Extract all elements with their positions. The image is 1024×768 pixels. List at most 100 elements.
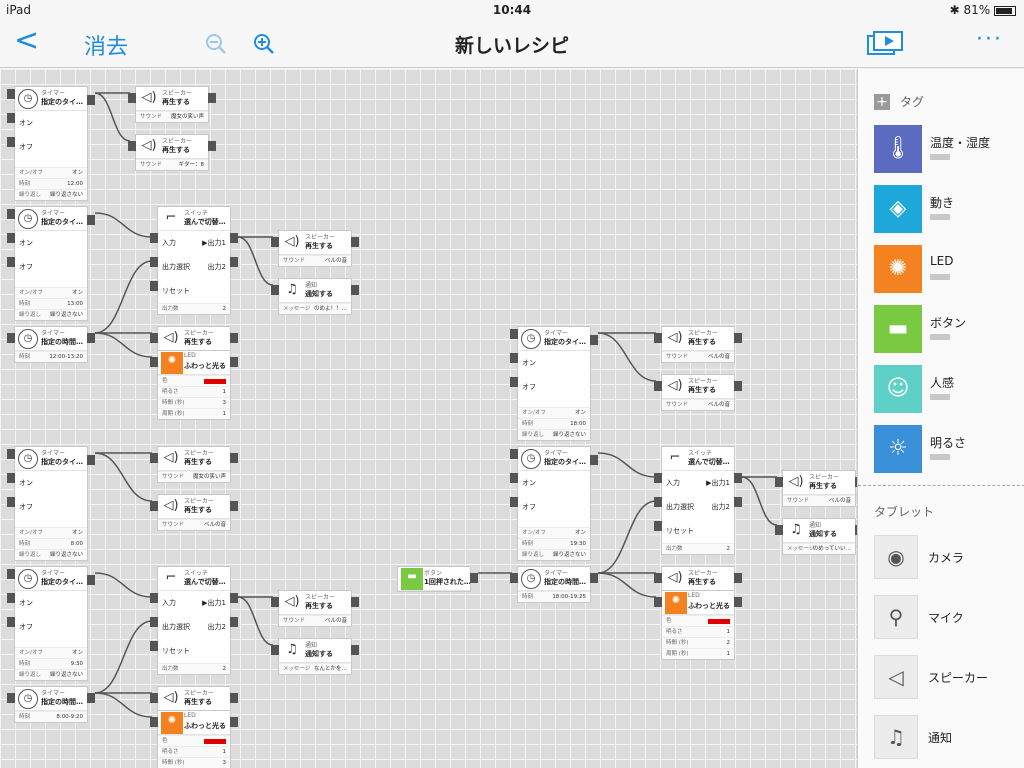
wire[interactable]	[94, 260, 153, 334]
property-row[interactable]: サウンドベルの音	[279, 615, 351, 626]
output-port[interactable]	[87, 333, 95, 343]
input-port[interactable]	[7, 137, 15, 147]
input-port[interactable]	[7, 617, 15, 627]
output-port[interactable]	[734, 333, 742, 343]
tablet-item[interactable]: ◉カメラ	[874, 535, 1024, 581]
wire[interactable]	[94, 332, 153, 358]
wire[interactable]	[94, 572, 153, 598]
input-port[interactable]	[7, 113, 15, 123]
wire[interactable]	[741, 476, 778, 526]
input-port[interactable]	[271, 597, 279, 607]
output-port[interactable]	[230, 717, 238, 727]
back-button[interactable]: <	[14, 23, 40, 58]
output-port[interactable]	[590, 573, 598, 583]
output-port[interactable]	[230, 257, 238, 267]
input-port[interactable]	[7, 449, 15, 459]
output-port[interactable]	[230, 453, 238, 463]
output-port[interactable]	[208, 93, 216, 103]
speaker-block[interactable]: ◁)スピーカー再生するサウンドベルの音	[662, 375, 734, 410]
property-row[interactable]: 周期 (秒)1	[662, 648, 734, 659]
output-port[interactable]	[351, 285, 359, 295]
wire[interactable]	[94, 212, 153, 238]
output-port[interactable]	[734, 381, 742, 391]
property-row[interactable]: 繰り返し繰り返さない	[15, 309, 87, 320]
tablet-item[interactable]: ♫通知	[874, 715, 1024, 761]
speaker-block[interactable]: ◁)スピーカー再生するサウンドベルの音	[783, 471, 855, 506]
input-port[interactable]	[150, 617, 158, 627]
speaker-block[interactable]: ◁)スピーカー再生するサウンドベルの音	[279, 591, 351, 626]
tablet-item[interactable]: ◁スピーカー	[874, 655, 1024, 701]
output-port[interactable]	[87, 575, 95, 585]
input-port[interactable]	[150, 281, 158, 291]
input-port[interactable]	[510, 329, 518, 339]
output-port[interactable]	[230, 501, 238, 511]
property-row[interactable]: サウンドギター：8	[136, 159, 208, 170]
wire[interactable]	[597, 452, 657, 478]
input-port[interactable]	[654, 381, 662, 391]
property-row[interactable]: メッセージなんとかを…	[279, 663, 351, 674]
more-icon[interactable]: ···	[976, 27, 1003, 52]
output-port[interactable]	[87, 215, 95, 225]
property-row[interactable]: サウンドベルの音	[662, 351, 734, 362]
wire[interactable]	[94, 620, 153, 694]
notify-block[interactable]: ♫通知通知するメッセージなんとかを…	[279, 639, 351, 674]
tag-item[interactable]: ☼明るさ	[874, 425, 1024, 475]
input-port[interactable]	[150, 357, 158, 367]
property-row[interactable]: 色	[158, 735, 230, 746]
notify-block[interactable]: ♫通知通知するメッセージのめよ！！…	[279, 279, 351, 314]
input-port[interactable]	[271, 645, 279, 655]
run-recipe-icon[interactable]	[866, 30, 904, 62]
input-port[interactable]	[510, 497, 518, 507]
output-port[interactable]	[230, 233, 238, 243]
speaker-block[interactable]: ◁)スピーカー再生するサウンドベルの音	[158, 495, 230, 530]
input-port[interactable]	[150, 233, 158, 243]
property-row[interactable]: メッセージのめよ！！…	[279, 303, 351, 314]
notify-block[interactable]: ♫通知通知するメッセージのめっていい…	[783, 519, 855, 554]
speaker-block[interactable]: ◁)スピーカー再生するサウンド魔女の笑い声	[158, 447, 230, 482]
input-port[interactable]	[128, 141, 136, 151]
input-port[interactable]	[510, 573, 518, 583]
input-port[interactable]	[654, 333, 662, 343]
output-port[interactable]	[351, 645, 359, 655]
property-row[interactable]: 時間 (秒)3	[158, 397, 230, 408]
input-port[interactable]	[150, 501, 158, 511]
wire[interactable]	[597, 332, 657, 382]
wire[interactable]	[94, 92, 131, 142]
tablet-item[interactable]: ⚲マイク	[874, 595, 1024, 641]
input-port[interactable]	[7, 333, 15, 343]
output-port[interactable]	[230, 357, 238, 367]
input-port[interactable]	[654, 573, 662, 583]
property-row[interactable]: 周期 (秒)1	[158, 408, 230, 419]
input-port[interactable]	[7, 233, 15, 243]
input-port[interactable]	[7, 569, 15, 579]
input-port[interactable]	[510, 353, 518, 363]
property-row[interactable]: 色	[662, 615, 734, 626]
output-port[interactable]	[87, 95, 95, 105]
speaker-block[interactable]: ◁)スピーカー再生するサウンドベルの音	[279, 231, 351, 266]
output-port[interactable]	[351, 597, 359, 607]
output-port[interactable]	[734, 573, 742, 583]
speaker-block[interactable]: ◁)スピーカー再生するサウンド魔女の笑い声	[136, 87, 208, 122]
output-port[interactable]	[230, 617, 238, 627]
property-row[interactable]: サウンド魔女の笑い声	[158, 471, 230, 482]
property-row[interactable]: サウンドベルの音	[783, 495, 855, 506]
